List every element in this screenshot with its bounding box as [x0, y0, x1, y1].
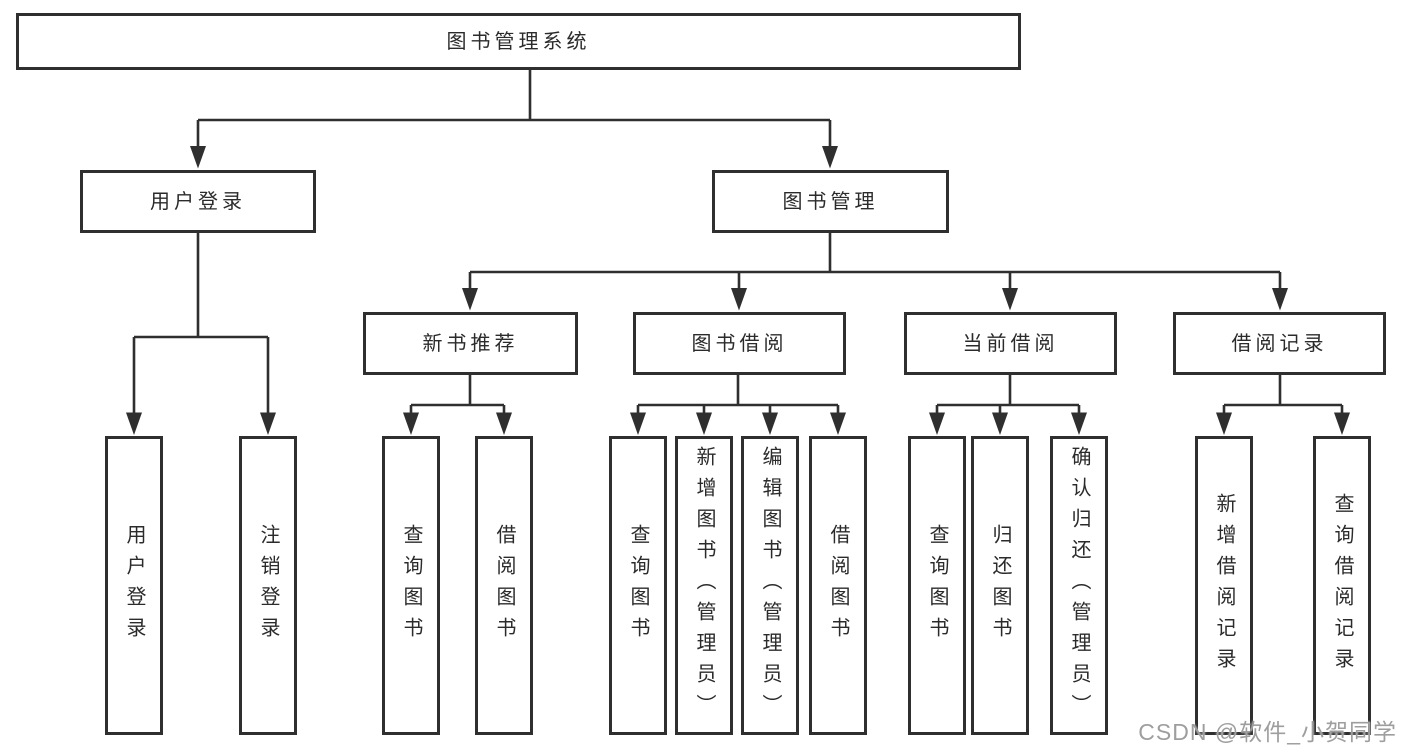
arrowhead [1071, 412, 1087, 435]
csdn-watermark: CSDN @软件_小贺同学 [1138, 719, 1397, 745]
connector-new-book-children [403, 375, 512, 435]
node-label: 查询借阅记录 [1331, 492, 1353, 679]
node-borrow-record: 借阅记录 [1173, 312, 1386, 375]
connector-current-borrow-children [929, 375, 1087, 435]
node-leaf-add-borrow-record: 新增借阅记录 [1195, 436, 1253, 735]
node-current-borrow: 当前借阅 [904, 312, 1117, 375]
arrowhead [496, 412, 512, 435]
arrowhead [190, 146, 206, 169]
node-leaf-return-book: 归还图书 [971, 436, 1029, 735]
node-root: 图书管理系统 [16, 13, 1021, 70]
arrowhead [1216, 412, 1232, 435]
arrowhead [762, 412, 778, 435]
arrowhead [462, 288, 478, 311]
arrowhead [630, 412, 646, 435]
node-leaf-confirm-return-admin: 确认归还（管理员） [1050, 436, 1108, 735]
arrowhead [696, 412, 712, 435]
node-leaf-logout: 注销登录 [239, 436, 297, 735]
node-leaf-query-book-3: 查询图书 [908, 436, 966, 735]
arrowhead [126, 412, 142, 435]
node-label: 图书管理系统 [446, 30, 591, 53]
connector-book-borrow-children [630, 375, 846, 435]
node-label: 借阅记录 [1231, 332, 1328, 355]
node-label: 查询图书 [926, 523, 948, 648]
node-label: 借阅图书 [493, 523, 515, 648]
arrowhead [1334, 412, 1350, 435]
node-label: 新书推荐 [422, 332, 519, 355]
node-leaf-query-book-2: 查询图书 [609, 436, 667, 735]
node-label: 图书管理 [782, 190, 879, 213]
arrowhead [260, 412, 276, 435]
arrowhead [731, 288, 747, 311]
node-new-book-recommend: 新书推荐 [363, 312, 578, 375]
node-leaf-borrow-book-2: 借阅图书 [809, 436, 867, 735]
arrowhead [929, 412, 945, 435]
connector-borrow-record-children [1216, 375, 1350, 435]
node-label: 查询图书 [627, 523, 649, 648]
node-leaf-user-login: 用户登录 [105, 436, 163, 735]
arrowhead [1272, 288, 1288, 311]
arrowhead [403, 412, 419, 435]
arrowhead [830, 412, 846, 435]
node-label: 编辑图书（管理员） [759, 446, 781, 725]
node-leaf-borrow-book-1: 借阅图书 [475, 436, 533, 735]
node-leaf-query-borrow-record: 查询借阅记录 [1313, 436, 1371, 735]
node-label: 当前借阅 [962, 332, 1059, 355]
node-label: 用户登录 [150, 190, 246, 213]
node-label: 归还图书 [989, 523, 1011, 648]
connector-user-login-children [126, 233, 276, 435]
arrowhead [1002, 288, 1018, 311]
node-book-borrow: 图书借阅 [633, 312, 846, 375]
node-user-login: 用户登录 [80, 170, 316, 233]
arrowhead [822, 146, 838, 169]
node-leaf-edit-book-admin: 编辑图书（管理员） [741, 436, 799, 735]
node-label: 用户登录 [123, 523, 145, 648]
connector-root-to-level2 [190, 70, 838, 169]
node-label: 借阅图书 [827, 523, 849, 648]
node-book-management: 图书管理 [712, 170, 949, 233]
arrowhead [992, 412, 1008, 435]
node-label: 查询图书 [400, 523, 422, 648]
node-label: 新增图书（管理员） [693, 446, 715, 725]
node-label: 确认归还（管理员） [1068, 446, 1090, 725]
node-leaf-query-book-1: 查询图书 [382, 436, 440, 735]
connector-book-management-to-level3 [462, 233, 1288, 311]
node-label: 新增借阅记录 [1213, 492, 1235, 679]
node-leaf-add-book-admin: 新增图书（管理员） [675, 436, 733, 735]
node-label: 图书借阅 [691, 332, 788, 355]
node-label: 注销登录 [257, 523, 279, 648]
